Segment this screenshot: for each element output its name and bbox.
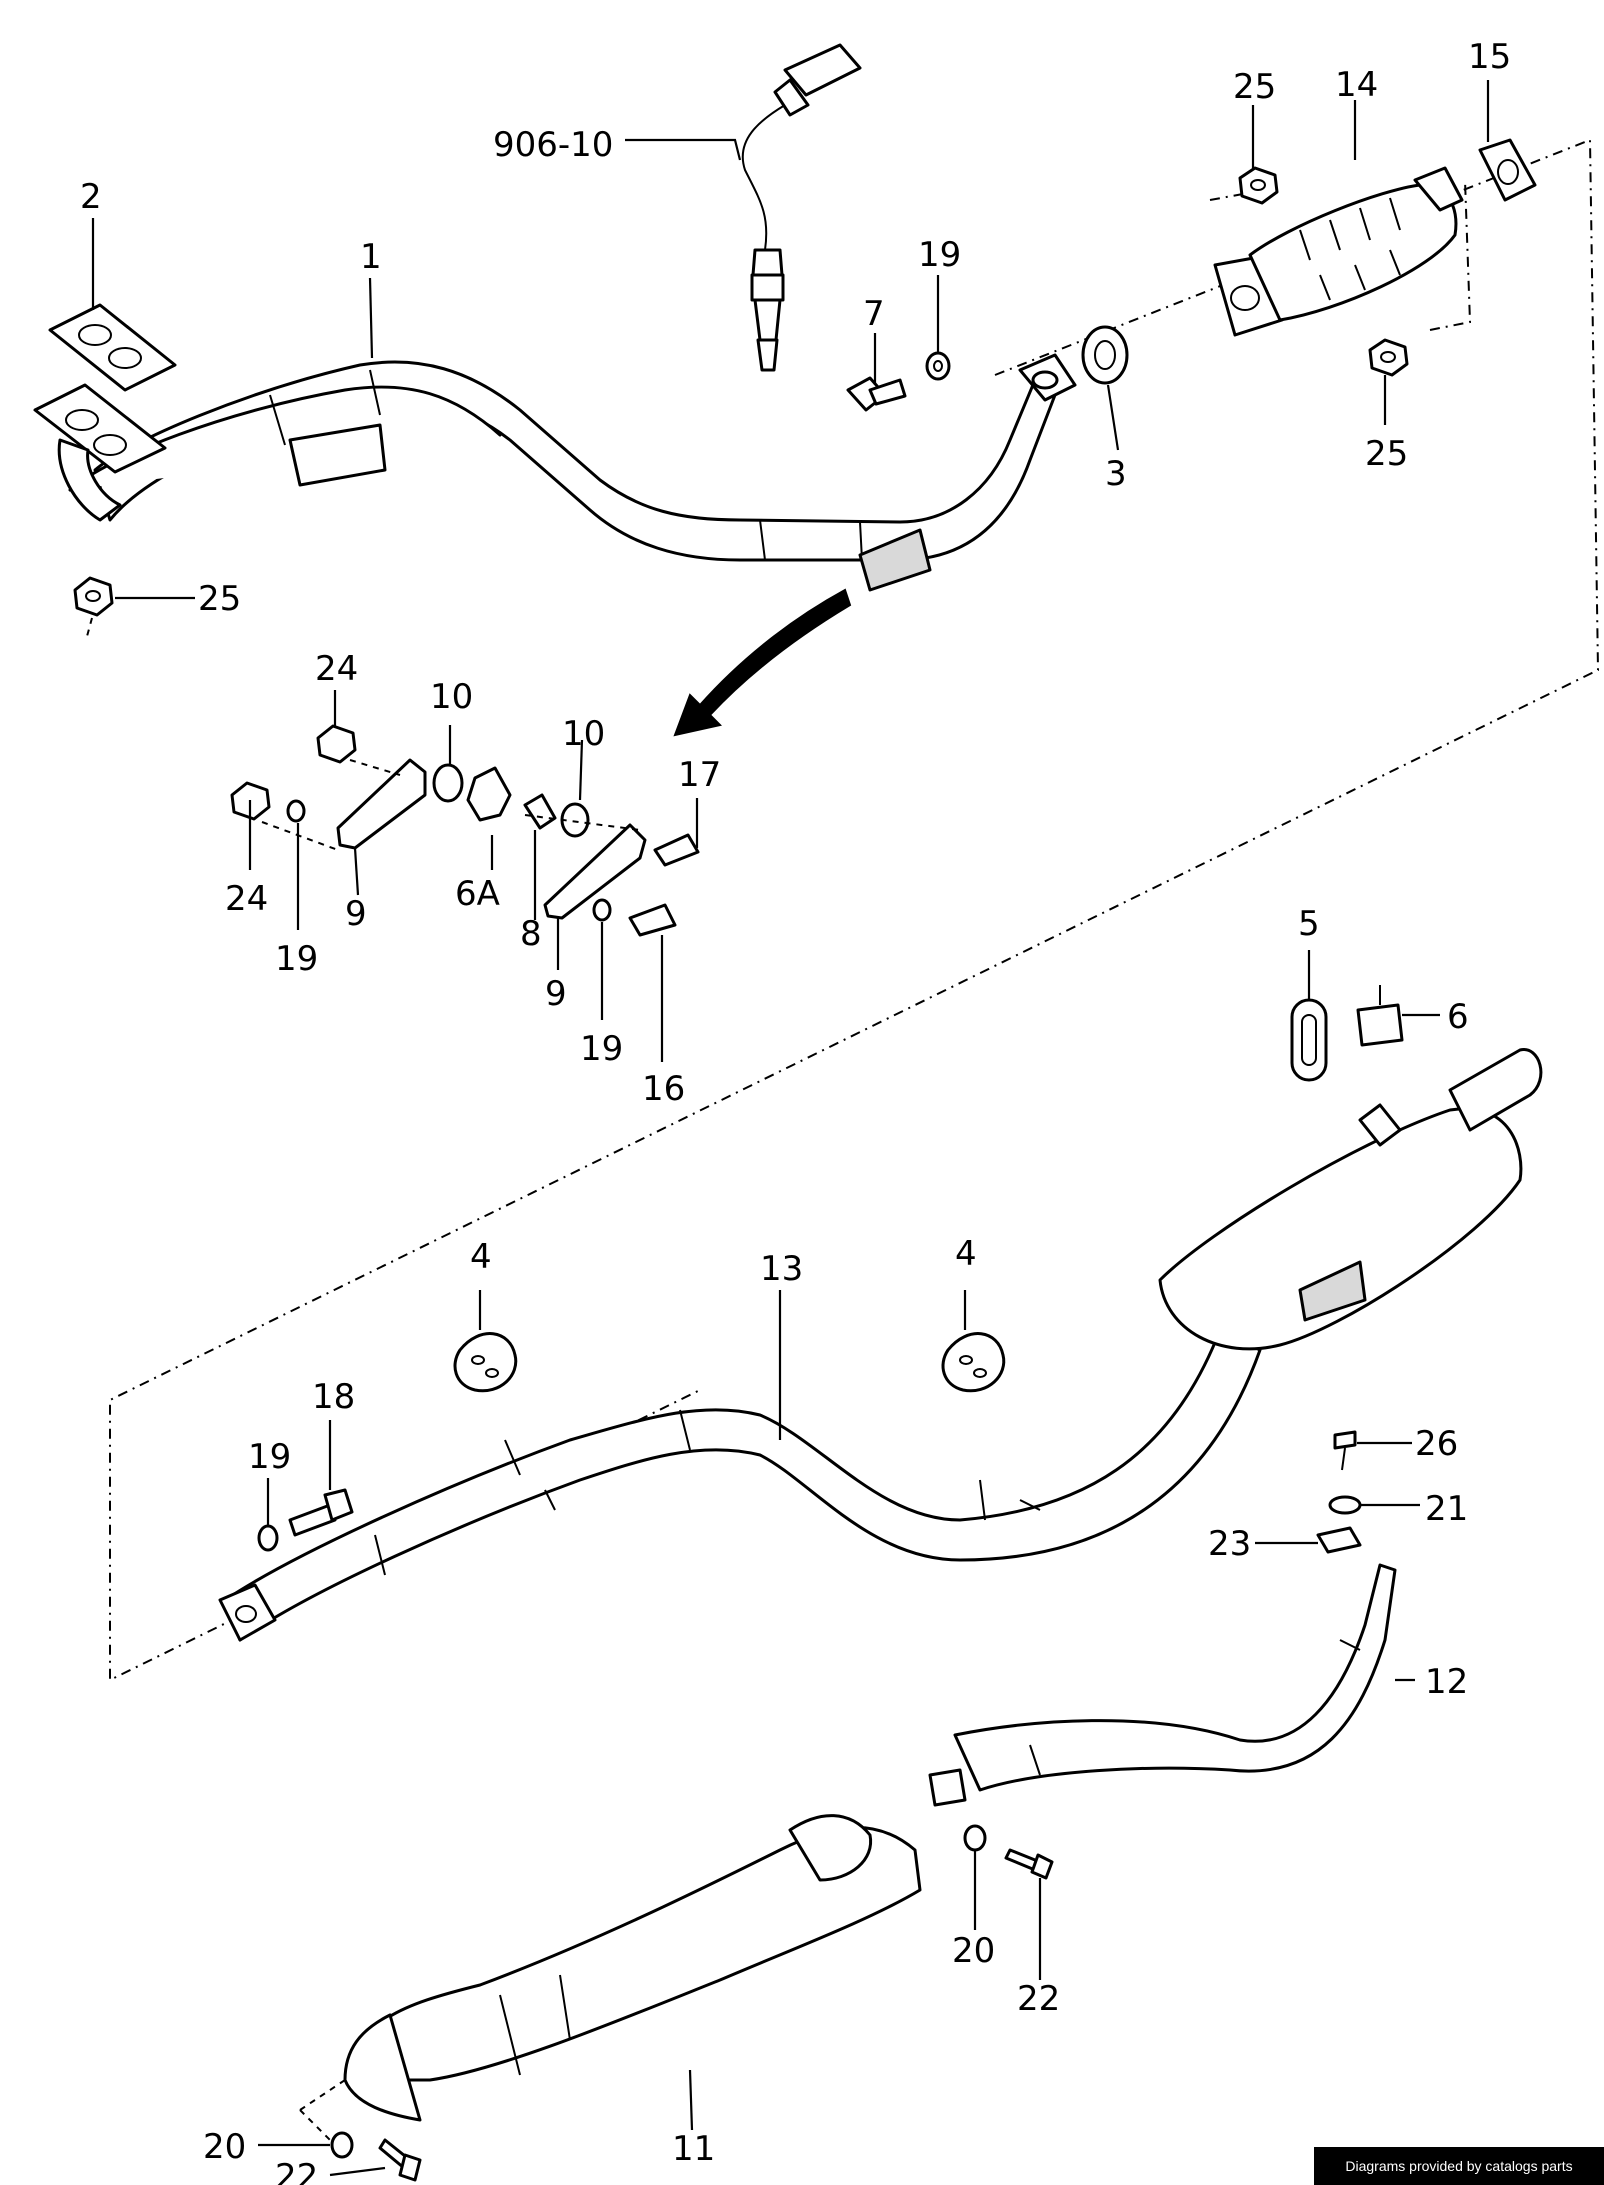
callout-24-top: 24 (315, 649, 358, 689)
callout-23: 23 (1208, 1524, 1251, 1564)
washer-21 (1328, 1495, 1362, 1515)
callout-19-hanger: 19 (275, 939, 318, 979)
callout-11: 11 (672, 2129, 715, 2169)
screw-22-left (378, 2138, 422, 2182)
callout-16: 16 (642, 1069, 685, 1109)
callout-2: 2 (80, 177, 102, 217)
callout-6A: 6A (455, 874, 500, 914)
callout-9-right: 9 (545, 974, 567, 1014)
callout-19-lower: 19 (580, 1029, 623, 1069)
manifold-flange (33, 383, 167, 522)
callout-20-left: 20 (203, 2127, 246, 2167)
clip-23 (1316, 1526, 1362, 1554)
callout-labels: 2 1 25 906-10 7 19 3 25 14 15 25 24 24 1… (80, 37, 1511, 2185)
front-exhaust-pipe (68, 353, 1077, 592)
direction-arrow (673, 588, 852, 737)
nut-25-left (73, 576, 114, 641)
assembly-dashed-outline (109, 138, 1600, 1682)
rubber-mount-6 (1356, 985, 1404, 1047)
callout-6: 6 (1447, 997, 1469, 1037)
rubber-bushing-6A (466, 766, 512, 822)
callout-12: 12 (1425, 1662, 1468, 1702)
callout-9-left: 9 (345, 894, 367, 934)
credit-badge: Diagrams provided by catalogs parts (1314, 2147, 1604, 2185)
callout-4-left: 4 (470, 1237, 492, 1277)
callout-10-right: 10 (562, 714, 605, 754)
washer-10-left (432, 763, 464, 803)
callout-3: 3 (1105, 454, 1127, 494)
flange-gasket-15 (1478, 138, 1537, 202)
center-pipe-and-muffler (218, 1048, 1543, 1642)
heat-shield-11 (343, 1814, 922, 2122)
nut-24-upper (316, 724, 357, 764)
bolt-18 (288, 1488, 354, 1537)
callout-20-right: 20 (952, 1931, 995, 1971)
bolt-7 (846, 376, 907, 412)
callout-25-left: 25 (198, 579, 241, 619)
washer-20-right (963, 1824, 987, 1852)
callout-5: 5 (1298, 904, 1320, 944)
callout-21: 21 (1425, 1489, 1468, 1529)
callout-13: 13 (760, 1249, 803, 1289)
hanger-bracket-9-left (336, 758, 427, 850)
callout-22-right: 22 (1017, 1979, 1060, 2019)
callout-7: 7 (863, 294, 885, 334)
callout-4-right: 4 (955, 1234, 977, 1274)
callout-15: 15 (1468, 37, 1511, 77)
callout-19-top: 19 (918, 235, 961, 275)
callout-8: 8 (520, 914, 542, 954)
gasket-ring-3 (1081, 325, 1129, 385)
hanger-bracket-9-right (543, 823, 647, 920)
callout-906-10: 906-10 (493, 125, 613, 165)
manifold-gasket (48, 303, 177, 392)
bolt-16 (628, 903, 677, 937)
callout-25-top: 25 (1233, 67, 1276, 107)
leader-lines (91, 80, 1490, 2177)
collar-8 (523, 793, 557, 830)
screw-22-right (1004, 1848, 1054, 1880)
callout-25-right: 25 (1365, 434, 1408, 474)
flange-dash-line (1429, 179, 1472, 331)
oxygen-sensor (741, 43, 862, 372)
washer-19-bottom (257, 1524, 279, 1552)
washer-19-lower (592, 898, 612, 922)
callout-14: 14 (1335, 65, 1378, 105)
callout-24-left: 24 (225, 879, 268, 919)
nut-25-top (1238, 166, 1279, 205)
rubber-hanger-4-left (453, 1332, 518, 1393)
heat-shield-12 (928, 1563, 1397, 1807)
washer-19-top (925, 351, 951, 381)
washer-20-left (330, 2131, 354, 2159)
washer-19-hanger (286, 799, 306, 823)
callout-1: 1 (360, 237, 382, 277)
catalytic-converter (1213, 166, 1464, 337)
callout-18: 18 (312, 1377, 355, 1417)
callout-10-left: 10 (430, 677, 473, 717)
rubber-ring-5 (1290, 998, 1328, 1082)
bolt-17 (653, 833, 700, 867)
hanger-detail (230, 724, 700, 937)
nut-25-right (1368, 338, 1409, 377)
rubber-hanger-4-right (941, 1332, 1006, 1393)
screw-26 (1333, 1430, 1357, 1471)
callout-19-bottom: 19 (248, 1437, 291, 1477)
callout-26: 26 (1415, 1424, 1458, 1464)
callout-17: 17 (678, 755, 721, 795)
callout-22-left: 22 (275, 2157, 318, 2185)
flange-dash-line (1209, 189, 1266, 201)
